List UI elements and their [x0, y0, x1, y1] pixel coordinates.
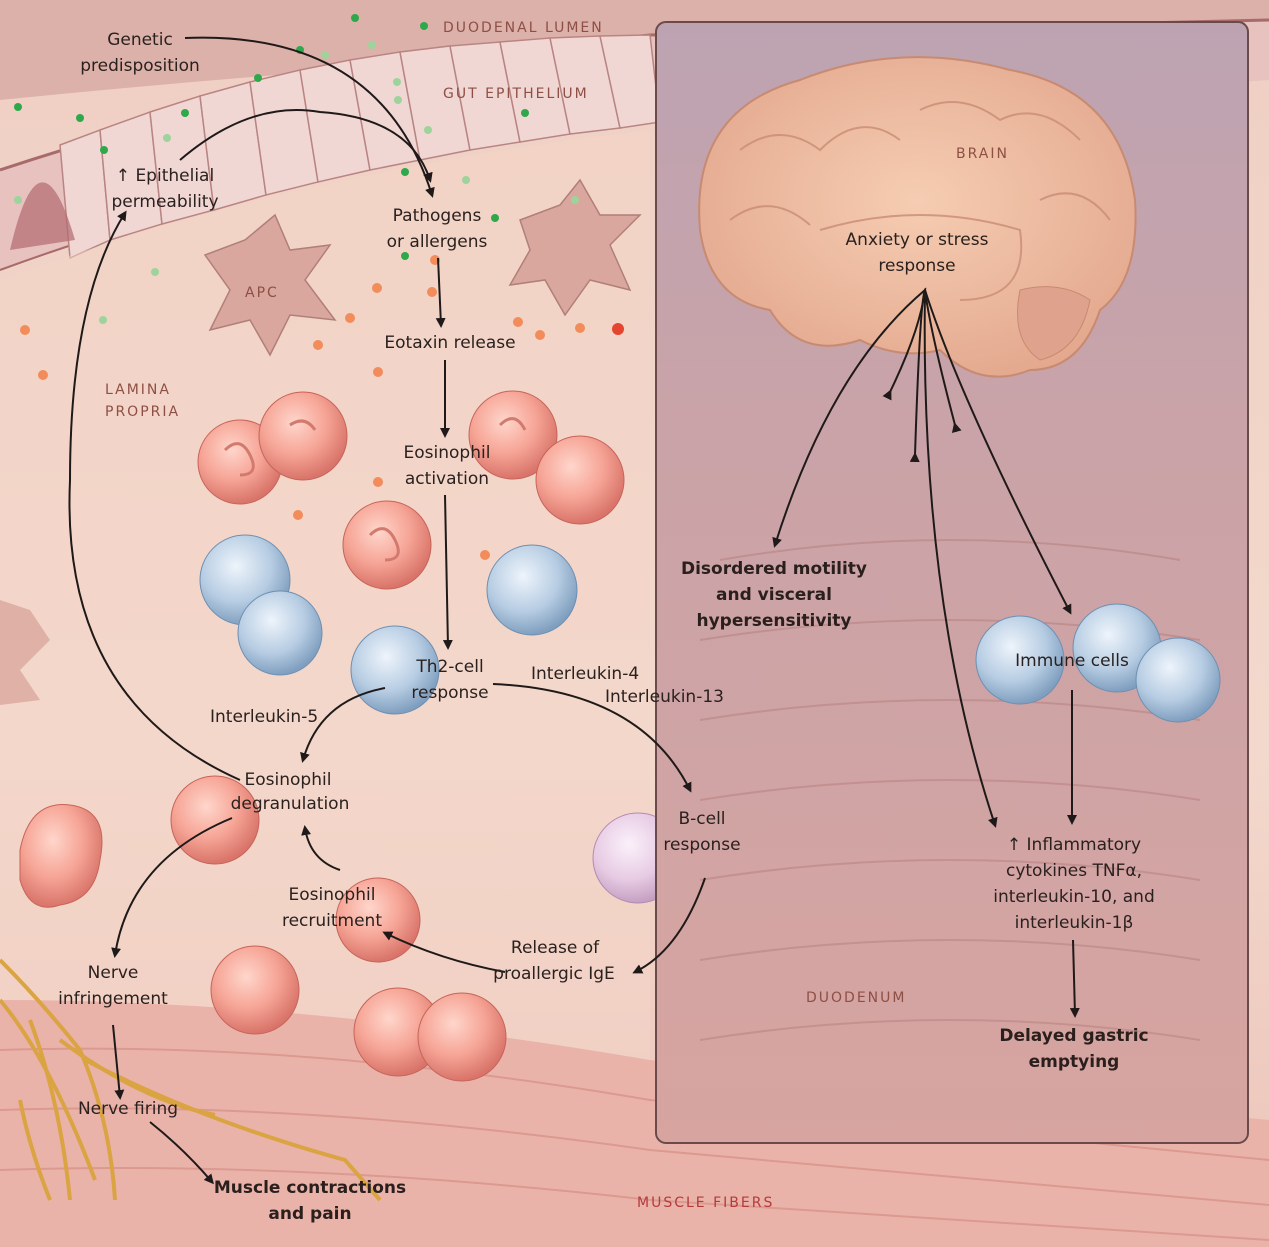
region-brain: BRAIN	[956, 146, 1009, 162]
arrow-brain-cytokines	[923, 289, 998, 828]
label-permeability-line-1: ↑ Epithelial	[115, 166, 215, 186]
brain-gyri	[729, 101, 1111, 301]
allergen-dot	[612, 323, 624, 335]
arrow-firing-to-muscle	[149, 1121, 214, 1185]
crypt	[10, 182, 75, 250]
label-th2-line-2: response	[411, 683, 489, 703]
region-muscle-fibers: MUSCLE FIBERS	[637, 1195, 775, 1211]
label-ige-line-2: proallergic IgE	[493, 964, 615, 984]
arrow-brain-immune	[909, 287, 1072, 615]
arrow-ige-to-recruitment	[382, 931, 506, 973]
eosinophil-cluster-1	[197, 391, 348, 505]
arrow-genetic-to-pathogens	[184, 36, 435, 198]
arrow-permeability-to-pathogens	[179, 109, 433, 183]
antigen-dots-green	[14, 14, 529, 260]
label-ige-line-1: Release of	[510, 938, 600, 958]
arrows	[68, 36, 1080, 1185]
immune-cells-right	[975, 603, 1221, 723]
eosinophil-lower-group	[19, 775, 507, 1082]
label-pathogens-line-1: Pathogens	[392, 206, 482, 226]
arrow-cytokines-to-gastric	[1069, 939, 1080, 1018]
region-lamina-propria-1: LAMINA	[105, 382, 171, 398]
apc-cell-2	[508, 178, 642, 317]
label-recruitment-line-1: Eosinophil	[288, 885, 376, 905]
label-eos-activation-line-2: activation	[404, 469, 490, 489]
arrow-bcell-to-ige	[632, 877, 706, 974]
label-motility-line-1: Disordered motility	[680, 559, 868, 579]
label-th2-line-1: Th2-cell	[416, 657, 484, 677]
label-pathogens-line-2: or allergens	[386, 232, 488, 252]
label-degranulation-line-2: degranulation	[230, 794, 350, 814]
arrow-recruitment-to-degranulation	[301, 825, 341, 871]
region-lamina-propria-2: PROPRIA	[105, 404, 181, 420]
label-interleukin-5: Interleukin-5	[210, 707, 319, 727]
label-cytokines-line-3: interleukin-10, and	[993, 887, 1155, 907]
region-apc: APC	[245, 285, 279, 301]
label-genetic-line-2: predisposition	[80, 56, 200, 76]
region-duodenal-lumen: DUODENAL LUMEN	[443, 20, 604, 36]
arrow-degranulation-to-nerve	[111, 817, 233, 958]
arrow-brain-motility	[772, 287, 927, 548]
label-nerve-inf-line-2: infringement	[58, 989, 168, 1009]
label-motility-line-3: hypersensitivity	[696, 611, 852, 631]
label-anxiety-line-2: response	[878, 256, 956, 276]
arrow-nerve-to-firing	[112, 1024, 125, 1100]
label-eotaxin-release: Eotaxin release	[384, 333, 516, 353]
label-bcell-line-2: response	[663, 835, 741, 855]
label-eos-activation-line-1: Eosinophil	[403, 443, 491, 463]
nerve-fiber	[0, 958, 382, 1202]
label-immune-cells: Immune cells	[1015, 651, 1129, 671]
region-duodenum: DUODENUM	[806, 990, 907, 1006]
label-muscle-line-1: Muscle contractions	[213, 1178, 407, 1198]
label-muscle-line-2: and pain	[268, 1204, 352, 1224]
region-gut-epithelium: GUT EPITHELIUM	[443, 86, 589, 102]
epithelial-cells	[59, 34, 661, 260]
arrow-activation-to-th2	[442, 494, 453, 650]
label-interleukin-4: Interleukin-4	[531, 664, 640, 684]
arrow-th2-to-bcell	[492, 683, 692, 793]
arrow-th2-to-degranulation	[300, 687, 386, 763]
brain-gut-arrows	[772, 287, 1072, 828]
label-nerve-inf-line-1: Nerve	[87, 963, 139, 983]
label-anxiety-line-1: Anxiety or stress	[845, 230, 989, 250]
apc-cell-3	[0, 600, 50, 705]
eosinophil-cluster-3	[468, 390, 625, 525]
label-degranulation-line-1: Eosinophil	[244, 770, 332, 790]
arrow-pathogens-to-eotaxin	[435, 257, 446, 328]
label-genetic-line-1: Genetic	[107, 30, 173, 50]
t-cells	[199, 534, 578, 715]
label-gastric-line-1: Delayed gastric	[999, 1026, 1149, 1046]
muscle-area	[0, 1000, 1269, 1247]
label-nerve-firing: Nerve firing	[77, 1099, 179, 1119]
label-motility-line-2: and visceral	[716, 585, 832, 605]
label-cytokines-line-4: interleukin-1β	[1014, 913, 1134, 933]
antigen-dots-light	[14, 41, 579, 324]
arrow-degranulation-to-permeability	[68, 210, 241, 781]
label-bcell-line-1: B-cell	[678, 809, 726, 829]
label-permeability-line-2: permeability	[111, 192, 219, 212]
apc-cell	[203, 213, 337, 357]
label-interleukin-13: Interleukin-13	[605, 687, 724, 707]
label-cytokines-line-2: cytokines TNFα,	[1005, 861, 1143, 881]
label-gastric-line-2: emptying	[1028, 1052, 1120, 1072]
cerebellum	[1017, 286, 1091, 361]
eosinophil-2	[342, 500, 432, 590]
label-recruitment-line-2: recruitment	[281, 911, 383, 931]
label-cytokines-line-1: ↑ Inflammatory	[1006, 835, 1142, 855]
